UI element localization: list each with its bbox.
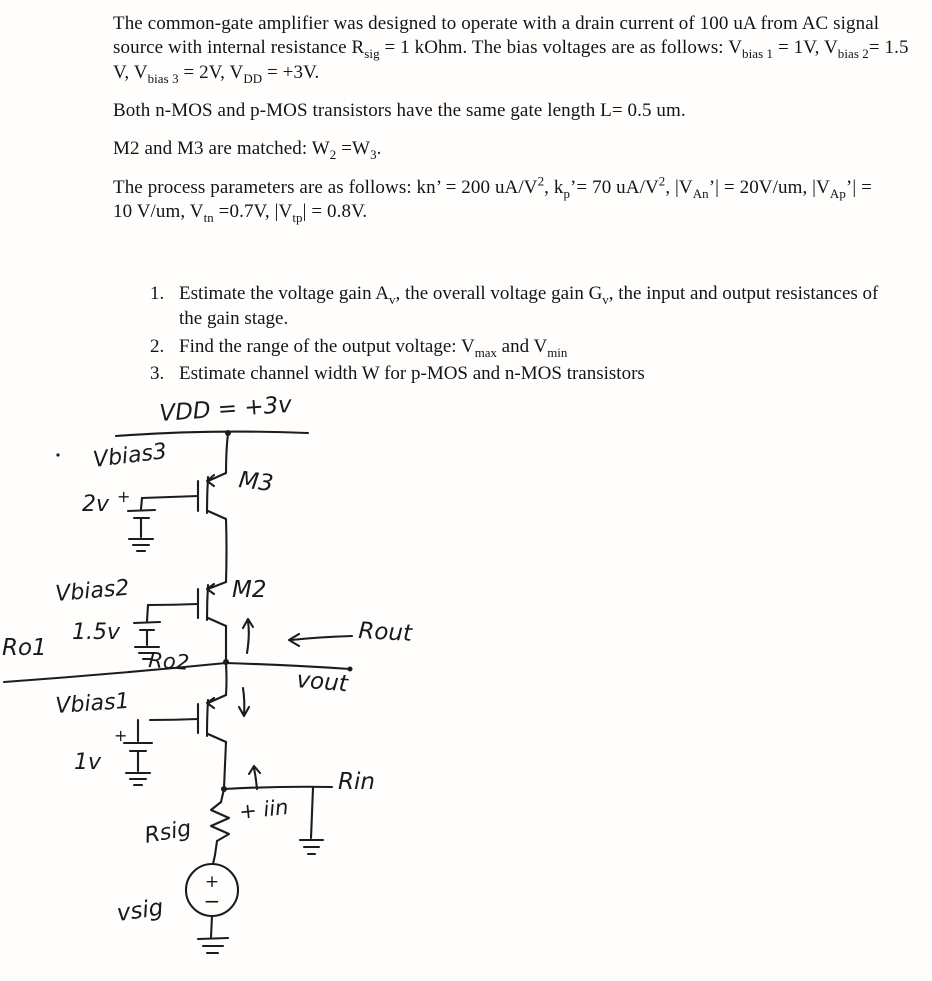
m1-channel bbox=[205, 698, 210, 738]
reference-ground-right bbox=[298, 786, 325, 856]
vbias1-value: 1v bbox=[74, 750, 102, 775]
task-text: Estimate channel width W for p-MOS and n… bbox=[179, 363, 645, 385]
rsig-resistor bbox=[209, 787, 231, 857]
vdd-rail-wire bbox=[114, 430, 310, 438]
iin-arrow bbox=[247, 764, 262, 791]
ro2-label: Ro2 bbox=[148, 648, 190, 675]
m3-gate-lead bbox=[140, 494, 200, 500]
task-number: 2. bbox=[150, 335, 165, 357]
wire-vdd-to-m3 bbox=[224, 431, 230, 475]
stray-ink-dot bbox=[56, 453, 60, 457]
task-item-1: 1. Estimate the voltage gain Av, the ove… bbox=[150, 282, 892, 331]
task-text: Find the range of the output voltage: Vm… bbox=[179, 335, 568, 360]
minus-sign: − bbox=[204, 889, 221, 913]
vbias2-ground bbox=[133, 645, 161, 661]
vbias3-ground bbox=[127, 537, 155, 553]
paragraph-intro: The common-gate amplifier was designed t… bbox=[113, 13, 909, 86]
paragraph-process-parameters: The process parameters are as follows: k… bbox=[113, 173, 872, 225]
iin-label: + iin bbox=[238, 795, 289, 824]
task-number: 1. bbox=[150, 283, 165, 305]
transistor-m1 bbox=[148, 661, 228, 790]
rout-arrow bbox=[287, 632, 354, 648]
paragraph-matched-transistors: M2 and M3 are matched: W2 =W3. bbox=[113, 138, 382, 163]
transistor-m2 bbox=[146, 580, 228, 628]
drain-current-arrow-down bbox=[237, 686, 251, 718]
vbias3-battery: + bbox=[117, 487, 157, 539]
vbias3-value: 2v bbox=[82, 492, 110, 517]
vsig-source: + − bbox=[184, 853, 240, 939]
transistor-m3 bbox=[140, 471, 228, 521]
vbias2-label: Vbias2 bbox=[54, 576, 130, 607]
m2-label: M2 bbox=[232, 577, 266, 603]
rin-label: Rin bbox=[338, 769, 375, 795]
drain-current-arrow-up bbox=[241, 617, 255, 655]
vsig-label: vsig bbox=[115, 895, 165, 927]
plus-sign: + bbox=[205, 872, 219, 892]
resistor-zigzag bbox=[209, 800, 231, 843]
vout-label: vout bbox=[295, 667, 349, 697]
vbias1-ground bbox=[124, 771, 152, 787]
plus-sign: + bbox=[117, 487, 130, 506]
vout-terminal-dot bbox=[347, 666, 353, 672]
vbias2-battery bbox=[132, 603, 162, 647]
problem-statement: The common-gate amplifier was designed t… bbox=[0, 0, 932, 224]
rout-label: Rout bbox=[358, 618, 414, 647]
plus-sign: + bbox=[114, 726, 127, 745]
ro1-label: Ro1 bbox=[2, 635, 47, 661]
wire-m3-to-m2 bbox=[224, 517, 228, 584]
paragraph-gate-length: Both n-MOS and p-MOS transistors have th… bbox=[113, 99, 686, 121]
vbias2-value: 1.5v bbox=[72, 620, 121, 645]
m1-gate-lead bbox=[148, 717, 200, 722]
rin-wire bbox=[222, 785, 334, 791]
vbias1-label: Vbias1 bbox=[55, 689, 131, 719]
m3-channel bbox=[205, 475, 210, 515]
output-wire-right bbox=[224, 661, 352, 671]
m2-channel bbox=[205, 583, 210, 622]
task-list: 1. Estimate the voltage gain Av, the ove… bbox=[150, 282, 932, 387]
rsig-label: Rsig bbox=[143, 816, 193, 849]
m3-label: M3 bbox=[237, 467, 274, 497]
ro1-sight-line bbox=[2, 661, 228, 684]
hand-drawn-circuit-schematic: VDD = +3v M3 Vbias3 + 2v bbox=[2, 392, 414, 955]
vbias3-label: Vbias3 bbox=[92, 439, 169, 473]
task-number: 3. bbox=[150, 363, 165, 385]
task-item-2: 2. Find the range of the output voltage:… bbox=[150, 335, 892, 360]
m2-gate-lead bbox=[146, 602, 200, 607]
vdd-label: VDD = +3v bbox=[159, 392, 293, 427]
ground-bottom bbox=[196, 936, 230, 955]
vbias1-battery: + bbox=[114, 718, 154, 773]
task-text: Estimate the voltage gain Av, the overal… bbox=[179, 283, 879, 329]
task-item-3: 3. Estimate channel width W for p-MOS an… bbox=[150, 362, 892, 387]
